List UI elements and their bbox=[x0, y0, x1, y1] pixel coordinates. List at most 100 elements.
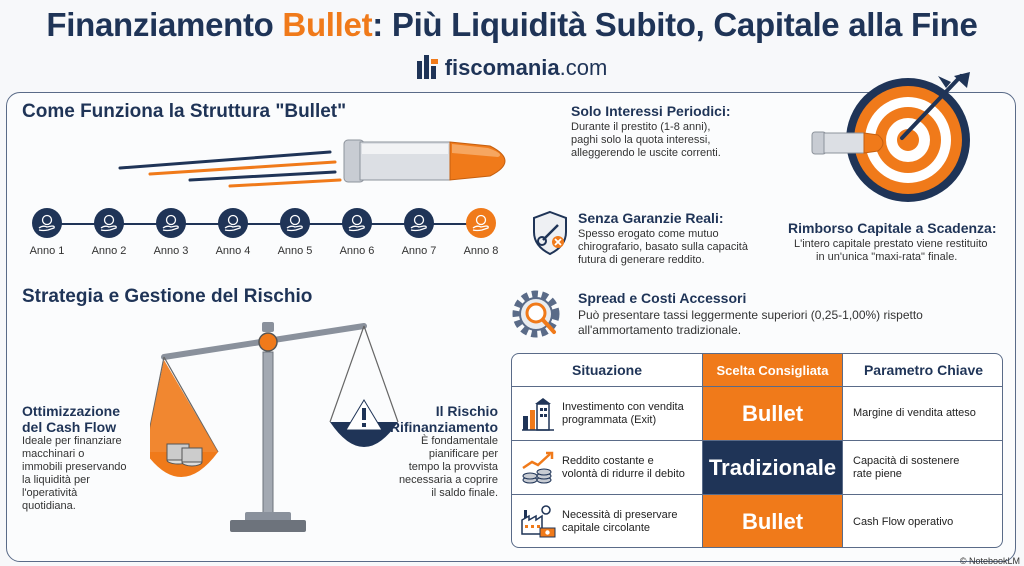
situation-text: capitale circolante bbox=[562, 522, 651, 534]
refinancing-text: pianificare per bbox=[428, 448, 498, 460]
refinancing-text: necessaria a coprire bbox=[398, 474, 498, 486]
timeline-line bbox=[45, 223, 485, 225]
cashflow-text: la liquidità per bbox=[22, 474, 90, 486]
interest-text: alleggerendo le uscite correnti. bbox=[571, 147, 721, 159]
header-situation: Situazione bbox=[512, 354, 703, 386]
table-header: Situazione Scelta Consigliata Parametro … bbox=[512, 354, 1002, 387]
interest-text: Durante il prestito (1-8 anni), bbox=[571, 121, 711, 133]
year-6: Anno 6 bbox=[332, 208, 382, 257]
year-7: Anno 7 bbox=[394, 208, 444, 257]
title-highlight: Bullet bbox=[282, 6, 373, 43]
strategy-title: Strategia e Gestione del Rischio bbox=[22, 286, 313, 307]
coin-hand-icon bbox=[404, 208, 434, 238]
cashflow-text: macchinari o bbox=[22, 448, 85, 460]
cashflow-text: immobili preservando bbox=[22, 461, 127, 473]
year-3: Anno 3 bbox=[146, 208, 196, 257]
cashflow-text: quotidiana. bbox=[22, 500, 76, 512]
brand: fiscomania.com bbox=[0, 55, 1024, 81]
cashflow-text: Ideale per finanziare bbox=[22, 435, 122, 447]
shield-icon bbox=[530, 210, 570, 261]
coin-hand-icon bbox=[94, 208, 124, 238]
refinancing-text: il saldo finale. bbox=[431, 487, 498, 499]
refinancing-heading: Rifinanziamento bbox=[389, 419, 498, 435]
year-2: Anno 2 bbox=[84, 208, 134, 257]
cashflow-heading: Ottimizzazione bbox=[22, 403, 121, 419]
year-label: Anno 7 bbox=[401, 245, 437, 257]
credit: © NotebookLM bbox=[959, 556, 1020, 566]
brand-name: fiscomania bbox=[444, 55, 560, 80]
growth-coins-icon bbox=[522, 451, 554, 483]
bullet-icon bbox=[118, 139, 506, 188]
chart-building-icon bbox=[522, 397, 554, 431]
situation-text: volontà di ridurre il debito bbox=[562, 467, 685, 480]
guarantee-heading: Senza Garanzie Reali: bbox=[578, 210, 724, 226]
brand-suffix: .com bbox=[559, 55, 608, 80]
param-text: Capacità di sostenere bbox=[853, 454, 960, 467]
coin-hand-icon bbox=[280, 208, 310, 238]
coin-hand-icon bbox=[342, 208, 372, 238]
situation-text: Necessità di preservare bbox=[562, 509, 678, 521]
page-title: Finanziamento Bullet: Più Liquidità Subi… bbox=[0, 6, 1024, 44]
interest-text: paghi solo la quota interessi, bbox=[571, 134, 711, 146]
situation-text: programmata (Exit) bbox=[562, 413, 657, 426]
year-label: Anno 3 bbox=[153, 245, 189, 257]
cashflow-block: Ottimizzazione del Cash Flow Ideale per … bbox=[22, 403, 147, 513]
guarantee-text: Spesso erogato come mutuo bbox=[578, 228, 719, 240]
coin-hand-icon bbox=[466, 208, 496, 238]
interest-info: Solo Interessi Periodici: Durante il pre… bbox=[571, 103, 771, 160]
header-param: Parametro Chiave bbox=[863, 362, 984, 378]
choice-cell: Bullet bbox=[703, 495, 843, 547]
refinancing-block: Il Rischio Rifinanziamento È fondamental… bbox=[378, 403, 498, 500]
year-label: Anno 1 bbox=[29, 245, 65, 257]
balance-scale-icon bbox=[150, 322, 399, 532]
header-choice: Scelta Consigliata bbox=[703, 354, 843, 386]
spread-text: Può presentare tassi leggermente superio… bbox=[578, 308, 923, 322]
year-label: Anno 2 bbox=[91, 245, 127, 257]
cashflow-heading: del Cash Flow bbox=[22, 419, 117, 435]
coin-hand-icon bbox=[32, 208, 62, 238]
year-1: Anno 1 bbox=[22, 208, 72, 257]
title-part2: : Più Liquidità Subito, Capitale alla Fi… bbox=[372, 6, 978, 43]
spread-text: all'ammortamento tradizionale. bbox=[578, 323, 742, 337]
param-text: Margine di vendita atteso bbox=[853, 407, 976, 419]
interest-heading: Solo Interessi Periodici: bbox=[571, 103, 731, 119]
guarantee-text: futura di generare reddito. bbox=[578, 254, 705, 266]
year-8: Anno 8 bbox=[456, 208, 506, 257]
repayment-text: in un'unica "maxi-rata" finale. bbox=[816, 251, 958, 263]
title-part1: Finanziamento bbox=[46, 6, 283, 43]
year-label: Anno 5 bbox=[277, 245, 313, 257]
refinancing-text: È fondamentale bbox=[420, 435, 498, 447]
factory-money-icon bbox=[521, 505, 556, 538]
guarantee-text: chirografario, basato sulla capacità bbox=[578, 241, 748, 253]
param-cell: Cash Flow operativo bbox=[843, 495, 1002, 547]
year-4: Anno 4 bbox=[208, 208, 258, 257]
param-text: Cash Flow operativo bbox=[853, 515, 954, 528]
year-5: Anno 5 bbox=[270, 208, 320, 257]
fiscomania-logo-icon bbox=[416, 55, 438, 79]
comparison-table: Situazione Scelta Consigliata Parametro … bbox=[511, 353, 1003, 548]
refinancing-text: tempo la provvista bbox=[408, 461, 498, 473]
year-label: Anno 4 bbox=[215, 245, 251, 257]
year-label: Anno 6 bbox=[339, 245, 375, 257]
repayment-info: Rimborso Capitale a Scadenza: L'intero c… bbox=[788, 220, 1018, 264]
structure-title: Come Funziona la Struttura "Bullet" bbox=[22, 101, 347, 122]
situation-text: Reddito costante e bbox=[562, 454, 654, 467]
situation-text: Investimento con vendita bbox=[562, 400, 684, 413]
cashflow-text: l'operatività bbox=[22, 487, 78, 499]
coin-hand-icon bbox=[218, 208, 248, 238]
target-icon bbox=[811, 72, 970, 202]
choice-cell: Bullet bbox=[703, 387, 843, 440]
repayment-heading: Rimborso Capitale a Scadenza: bbox=[788, 220, 997, 236]
coin-hand-icon bbox=[156, 208, 186, 238]
guarantee-info: Senza Garanzie Reali: Spesso erogato com… bbox=[578, 210, 793, 267]
spread-info: Spread e Costi Accessori Può presentare … bbox=[578, 290, 998, 338]
repayment-text: L'intero capitale prestato viene restitu… bbox=[794, 238, 988, 250]
param-text: rate piene bbox=[853, 467, 902, 480]
